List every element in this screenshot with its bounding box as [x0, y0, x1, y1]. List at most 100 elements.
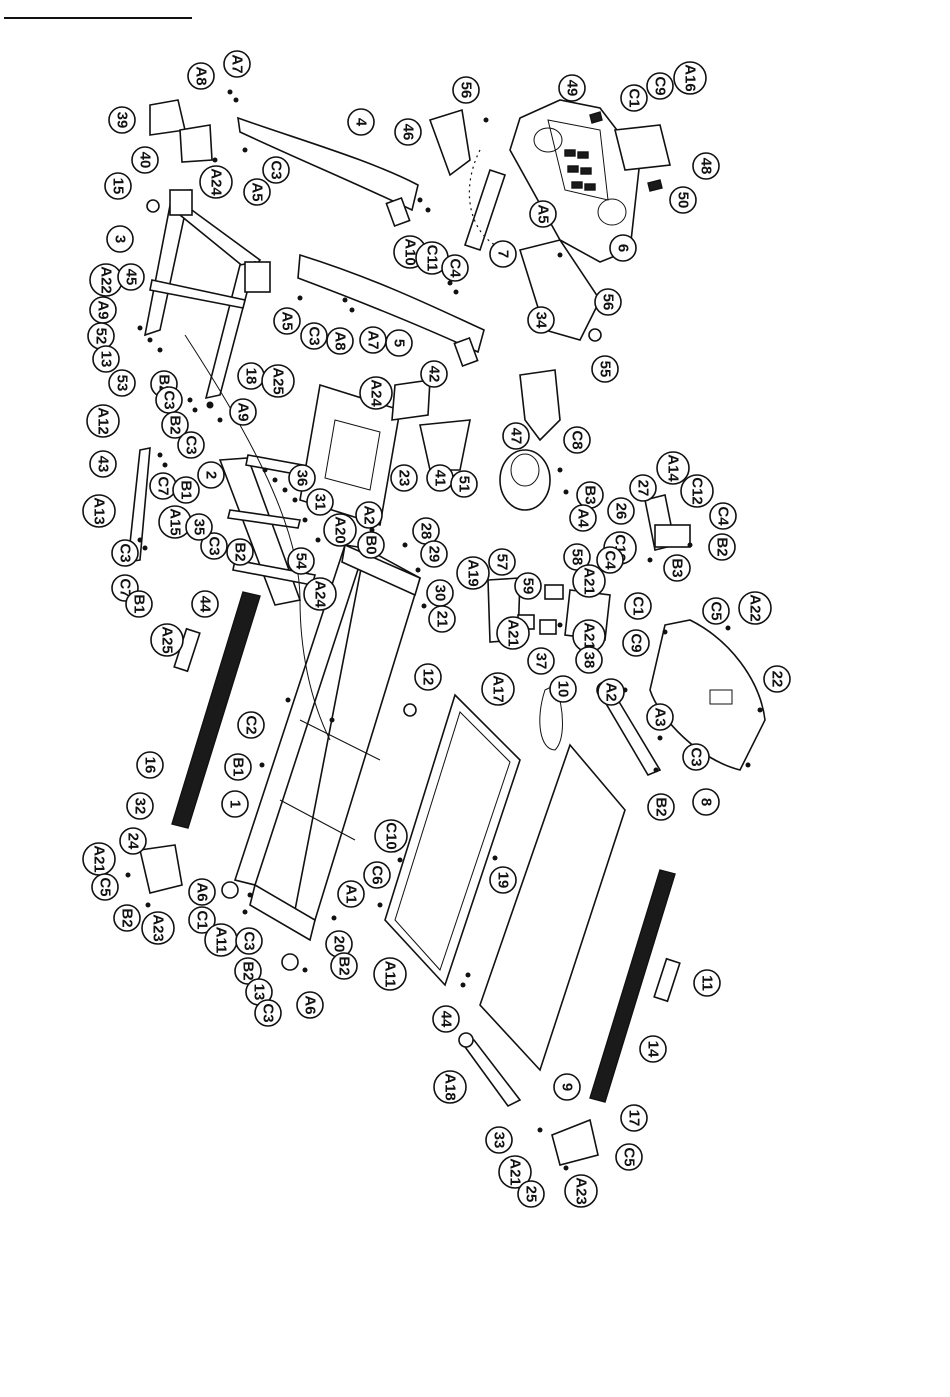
motor-hood: [649, 619, 766, 771]
callout-b2: B2: [161, 411, 189, 439]
callout-c3: C3: [111, 539, 139, 567]
callout-c4: C4: [709, 502, 737, 530]
callout-a11: A11: [373, 957, 407, 991]
callout-label: C11: [424, 245, 441, 272]
callout-56: 56: [594, 288, 622, 316]
callout-label: 29: [426, 546, 443, 563]
callout-label: B2: [119, 908, 136, 927]
callout-label: C3: [260, 1003, 277, 1022]
callout-a7: A7: [223, 50, 251, 78]
callout-bubble: [420, 540, 448, 568]
callout-bubble: [223, 50, 251, 78]
callout-a21: A21: [496, 616, 530, 650]
callout-label: C5: [97, 877, 114, 896]
callout-29: 29: [420, 540, 448, 568]
callout-label: A21: [505, 619, 522, 647]
callout-label: 34: [533, 312, 550, 329]
callout-c3: C3: [300, 322, 328, 350]
callout-label: 59: [520, 578, 537, 595]
callout-c11: C11: [415, 241, 449, 275]
callout-bubble: [646, 703, 674, 731]
callout-a24: A24: [303, 577, 337, 611]
callout-bubble: [647, 793, 675, 821]
callout-a21: A21: [498, 1155, 532, 1189]
callout-a7: A7: [359, 326, 387, 354]
callout-bubble: [514, 572, 542, 600]
callout-label: A2: [603, 682, 620, 701]
callout-label: C1: [630, 596, 647, 615]
callout-bubble: [428, 605, 456, 633]
upright-frame: [143, 188, 271, 400]
callout-bubble: [529, 200, 557, 228]
callout-bubble: [669, 186, 697, 214]
callout-bubble: [150, 623, 184, 657]
callout-a6: A6: [296, 991, 324, 1019]
callout-label: 55: [597, 361, 614, 378]
callout-label: C4: [447, 258, 464, 278]
callout-bubble: [119, 827, 147, 855]
callout-44: 44: [191, 590, 219, 618]
callout-bubble: [517, 1180, 545, 1208]
deck-frame: [384, 693, 521, 987]
callout-label: 9: [559, 1083, 576, 1091]
callout-bubble: [615, 1143, 643, 1171]
callout-label: C7: [117, 578, 134, 597]
callout-label: A9: [95, 300, 112, 319]
callout-a4: A4: [569, 504, 597, 532]
wheel-left: [221, 881, 239, 899]
callout-a5: A5: [273, 307, 301, 335]
callout-51: 51: [450, 470, 478, 498]
callout-c4: C4: [441, 254, 469, 282]
callout-16: 16: [136, 751, 164, 779]
callout-bubble: [235, 927, 263, 955]
callout-label: B1: [230, 757, 247, 776]
callout-label: A17: [490, 675, 507, 703]
callout-14: 14: [639, 1035, 667, 1063]
callout-11: 11: [693, 969, 721, 997]
callout-b3: B3: [576, 481, 604, 509]
callout-label: A10: [402, 238, 419, 266]
callout-4: 4: [347, 108, 375, 136]
callout-label: A21: [91, 845, 108, 873]
callout-label: B2: [167, 415, 184, 434]
callout-bubble: [177, 431, 205, 459]
callout-label: C3: [183, 435, 200, 454]
callout-bubble: [708, 533, 736, 561]
callout-a12: A12: [86, 404, 120, 438]
callout-label: A8: [193, 66, 210, 85]
callout-label: 17: [626, 1110, 643, 1127]
callout-bubble: [629, 474, 657, 502]
callout-bubble: [558, 74, 586, 102]
callout-label: 51: [456, 476, 473, 493]
callout-label: 12: [420, 669, 437, 686]
callout-label: A1: [343, 884, 360, 903]
callout-bubble: [296, 991, 324, 1019]
callout-label: C12: [689, 477, 706, 505]
callout-label: A11: [382, 961, 399, 988]
side-rail-left: [171, 591, 261, 829]
callout-bubble: [306, 488, 334, 516]
callout-label: 30: [432, 585, 449, 602]
callout-bubble: [111, 539, 139, 567]
callout-label: A5: [535, 204, 552, 223]
callout-48: 48: [692, 152, 720, 180]
callout-label: 19: [495, 872, 512, 889]
callout-bubble: [609, 234, 637, 262]
callout-17: 17: [620, 1104, 648, 1132]
callout-label: B2: [714, 537, 731, 556]
callout-bubble: [489, 240, 517, 268]
callout-5: 5: [385, 329, 413, 357]
callout-47: 47: [502, 422, 530, 450]
callout-c3: C3: [200, 532, 228, 560]
callout-label: 3: [112, 235, 129, 243]
callout-23: 23: [390, 464, 418, 492]
callout-bubble: [326, 327, 354, 355]
callout-label: B0: [363, 535, 380, 554]
callout-bubble: [682, 743, 710, 771]
callout-label: 33: [491, 1132, 508, 1149]
callout-bubble: [337, 880, 365, 908]
side-rail-right: [589, 869, 676, 1103]
callout-label: 50: [675, 192, 692, 209]
callout-bubble: [172, 476, 200, 504]
callout-56: 56: [452, 76, 480, 104]
